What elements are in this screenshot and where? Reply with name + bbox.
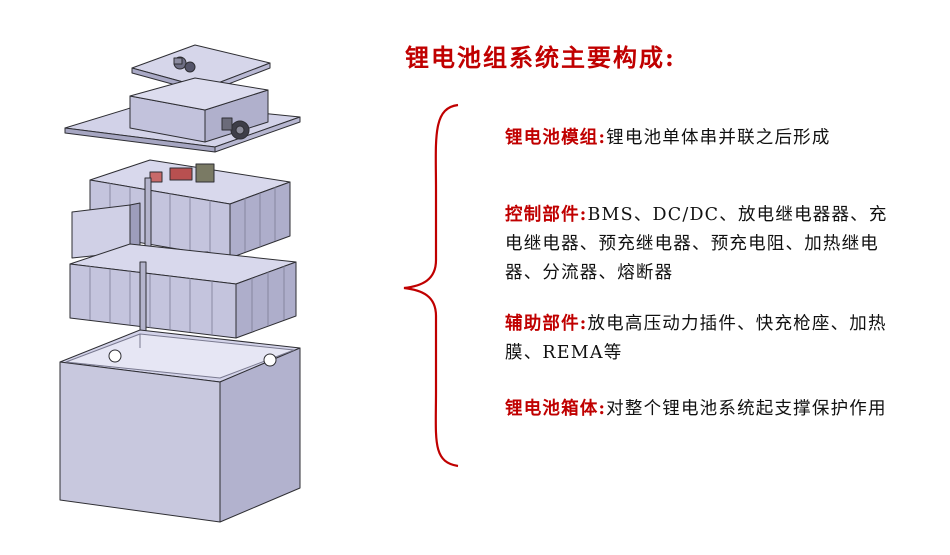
control-box-plate [64,77,301,153]
component-description: BMS、DC/DC、放电继电器器、充电继电器、预充继电器、预充电阻、加热继电器、… [505,205,888,283]
component-description: 对整个锂电池系统起支撑保护作用 [606,399,887,419]
battery-system-exploded-view [59,44,301,523]
curly-brace [403,103,459,468]
component-heading: 锂电池箱体: [505,399,607,419]
component-battery-box: 锂电池箱体:对整个锂电池系统起支撑保护作用 [505,395,890,424]
component-control-parts: 控制部件:BMS、DC/DC、放电继电器器、充电继电器、预充继电器、预充电阻、加… [505,201,890,288]
battery-module-upper [71,159,291,263]
component-description: 放电高压动力插件、快充枪座、加热膜、REMA等 [505,314,887,363]
battery-module-lower [69,243,297,339]
page-title: 锂电池组系统主要构成: [405,43,676,72]
component-heading: 锂电池模组: [505,128,607,148]
component-description: 锂电池单体串并联之后形成 [606,128,831,148]
component-heading: 控制部件: [505,205,588,225]
component-battery-module: 锂电池模组:锂电池单体串并联之后形成 [505,124,845,153]
battery-enclosure-box [59,329,301,523]
component-auxiliary-parts: 辅助部件:放电高压动力插件、快充枪座、加热膜、REMA等 [505,310,890,368]
component-heading: 辅助部件: [505,314,588,334]
